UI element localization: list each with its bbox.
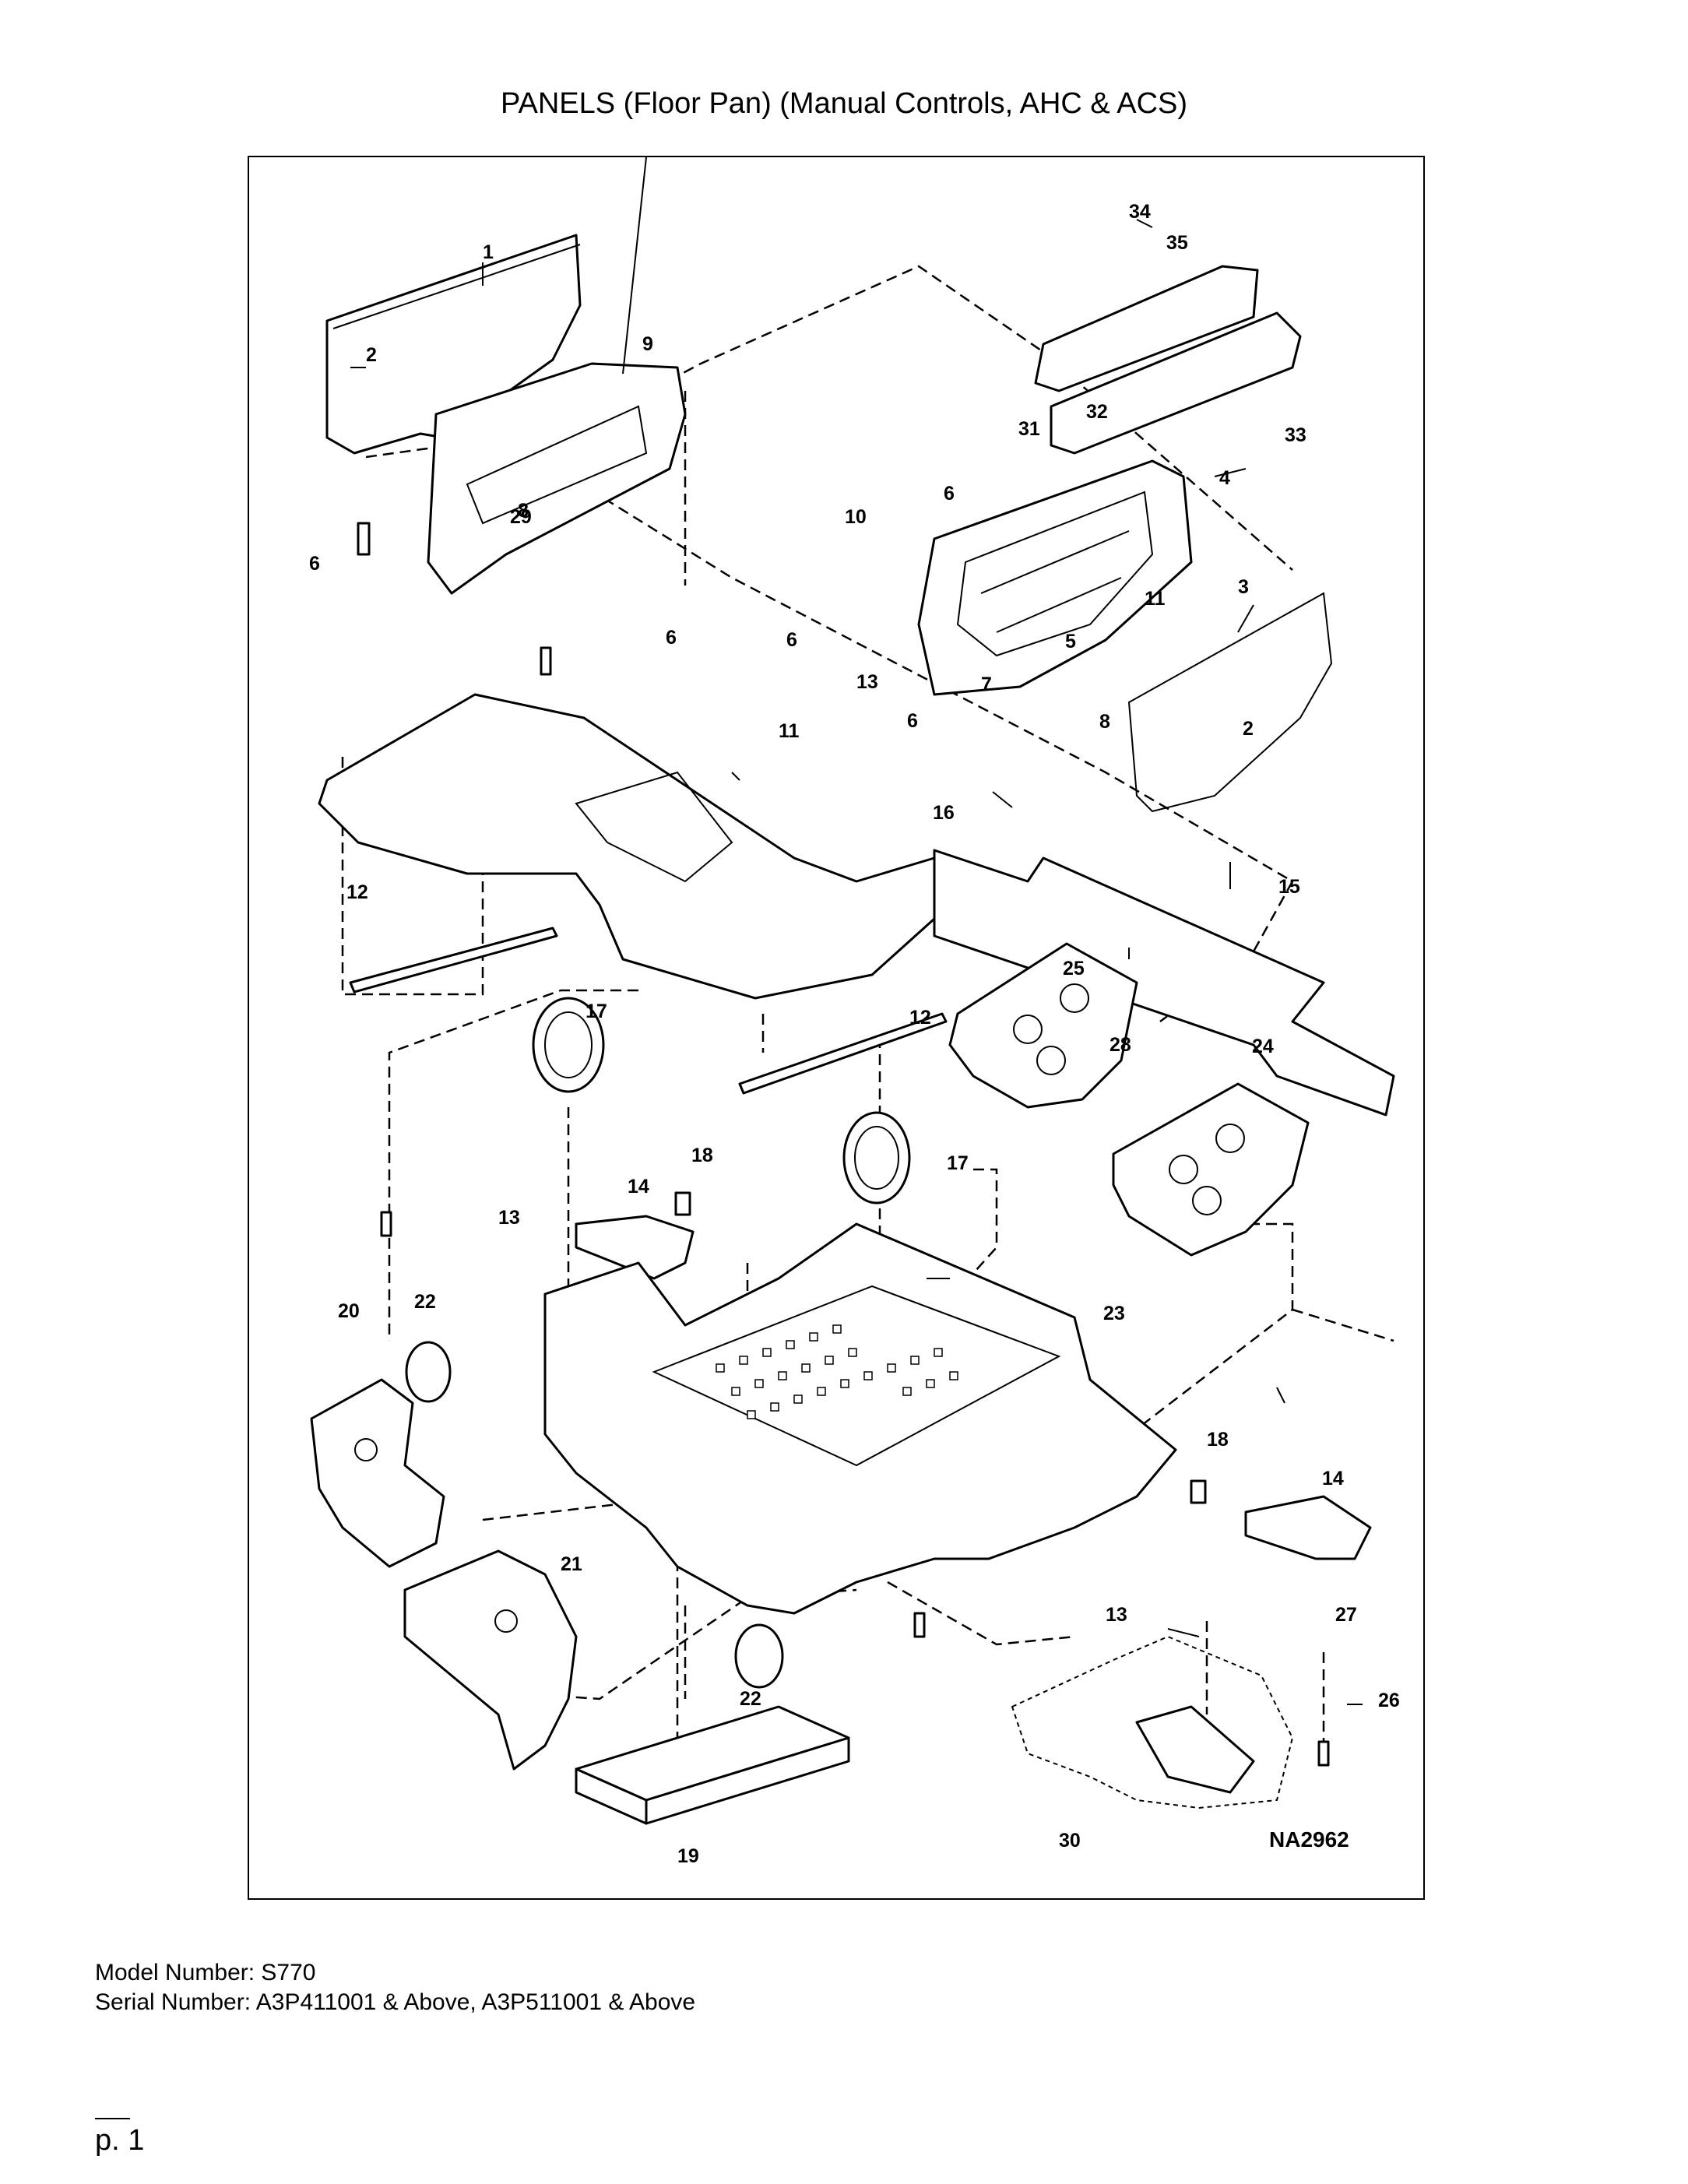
fasteners bbox=[357, 522, 1330, 1767]
floor-pan-upper bbox=[318, 693, 951, 1000]
callout-number: 35 bbox=[1166, 232, 1188, 254]
callout-number: 23 bbox=[1103, 1303, 1125, 1324]
fender-outline-30 bbox=[1011, 1635, 1294, 1809]
callout-number: 13 bbox=[1106, 1604, 1127, 1626]
callout-number: 2 bbox=[1243, 718, 1254, 740]
callout-number: 22 bbox=[414, 1291, 436, 1313]
callout-number: 19 bbox=[677, 1845, 699, 1867]
callout-number: 18 bbox=[1207, 1429, 1229, 1451]
mount-bracket-21 bbox=[403, 1549, 578, 1771]
callout-number: 16 bbox=[933, 802, 955, 824]
callout-number: 22 bbox=[740, 1688, 761, 1710]
control-mount-24 bbox=[1112, 1082, 1310, 1257]
floor-tread-pattern bbox=[716, 1324, 958, 1419]
lid-frame bbox=[1034, 265, 1302, 455]
long-seal-strip bbox=[933, 849, 1395, 1117]
boot-17-left bbox=[532, 997, 605, 1093]
callout-number: 30 bbox=[1059, 1830, 1081, 1852]
callout-number: 5 bbox=[1065, 631, 1076, 652]
clip-18-right bbox=[1190, 1479, 1207, 1504]
floor-pan-main bbox=[543, 1222, 1177, 1615]
callout-number: 14 bbox=[1322, 1468, 1344, 1489]
callout-number: 26 bbox=[1378, 1690, 1400, 1711]
clip-18-left bbox=[674, 1191, 691, 1216]
figure-id: NA2962 bbox=[1269, 1827, 1349, 1852]
callout-number: 34 bbox=[1129, 201, 1151, 223]
callout-number: 33 bbox=[1285, 424, 1306, 446]
callout-number: 28 bbox=[1110, 1034, 1131, 1056]
hood-frame bbox=[917, 459, 1193, 696]
page-title: PANELS (Floor Pan) (Manual Controls, AHC… bbox=[500, 87, 1188, 120]
callout-number: 13 bbox=[856, 671, 878, 693]
callout-number: 32 bbox=[1086, 401, 1108, 423]
callout-number: 6 bbox=[309, 553, 320, 575]
callout-number: 29 bbox=[510, 506, 532, 528]
mount-bracket-20 bbox=[310, 1378, 445, 1568]
callout-number: 17 bbox=[586, 1001, 607, 1022]
callout-number: 14 bbox=[628, 1176, 649, 1198]
serial-number: Serial Number: A3P411001 & Above, A3P511… bbox=[95, 1989, 696, 2015]
callout-number: 9 bbox=[642, 333, 653, 355]
callout-number: 3 bbox=[1238, 576, 1249, 598]
callout-leaders bbox=[350, 157, 1363, 1705]
floor-mat-19 bbox=[575, 1705, 850, 1825]
exploded-parts-diagram: 1234353393231481062936116657136821116151… bbox=[309, 157, 1400, 1867]
model-number: Model Number: S770 bbox=[95, 1960, 316, 1985]
page-rule bbox=[95, 2118, 130, 2119]
callout-number: 8 bbox=[518, 500, 529, 522]
bracket-14-left bbox=[575, 1215, 695, 1280]
callout-number: 2 bbox=[366, 344, 377, 366]
callout-number: 6 bbox=[786, 629, 797, 651]
side-panel bbox=[427, 362, 687, 595]
callout-number: 6 bbox=[666, 627, 677, 649]
callout-number: 6 bbox=[944, 483, 955, 505]
callout-number: 21 bbox=[561, 1553, 582, 1575]
callout-number: 1 bbox=[483, 241, 494, 263]
seal-frame-left bbox=[325, 234, 582, 455]
boot-22-lower bbox=[734, 1623, 784, 1689]
callout-number: 20 bbox=[338, 1300, 360, 1322]
callout-number: 24 bbox=[1252, 1036, 1274, 1057]
callout-number: 4 bbox=[1219, 467, 1230, 489]
callout-number: 10 bbox=[845, 506, 867, 528]
callout-number: 27 bbox=[1335, 1604, 1357, 1626]
callout-number: 18 bbox=[691, 1145, 713, 1166]
callout-number: 15 bbox=[1278, 876, 1300, 898]
bracket-14-right bbox=[1244, 1495, 1372, 1560]
callout-number: 6 bbox=[907, 710, 918, 732]
callout-number: 25 bbox=[1063, 958, 1085, 979]
callout-number: 11 bbox=[1145, 588, 1166, 610]
model-serial-info: Model Number: S770 Serial Number: A3P411… bbox=[95, 1958, 695, 2017]
callout-number: 11 bbox=[779, 720, 800, 742]
control-mount-25 bbox=[948, 942, 1138, 1109]
callout-number: 7 bbox=[981, 673, 992, 695]
seal-frame-right bbox=[1127, 592, 1333, 813]
callout-number: 17 bbox=[947, 1152, 969, 1174]
boot-22-upper bbox=[405, 1341, 452, 1403]
callout-number: 12 bbox=[909, 1007, 931, 1029]
callout-number: 8 bbox=[1099, 711, 1110, 733]
seal-strips bbox=[349, 927, 948, 1095]
boot-17-right bbox=[842, 1111, 911, 1205]
page-number: p. 1 bbox=[95, 2124, 145, 2157]
callout-number: 31 bbox=[1018, 418, 1040, 440]
callout-number: 12 bbox=[346, 881, 368, 903]
callout-number: 13 bbox=[498, 1207, 520, 1229]
